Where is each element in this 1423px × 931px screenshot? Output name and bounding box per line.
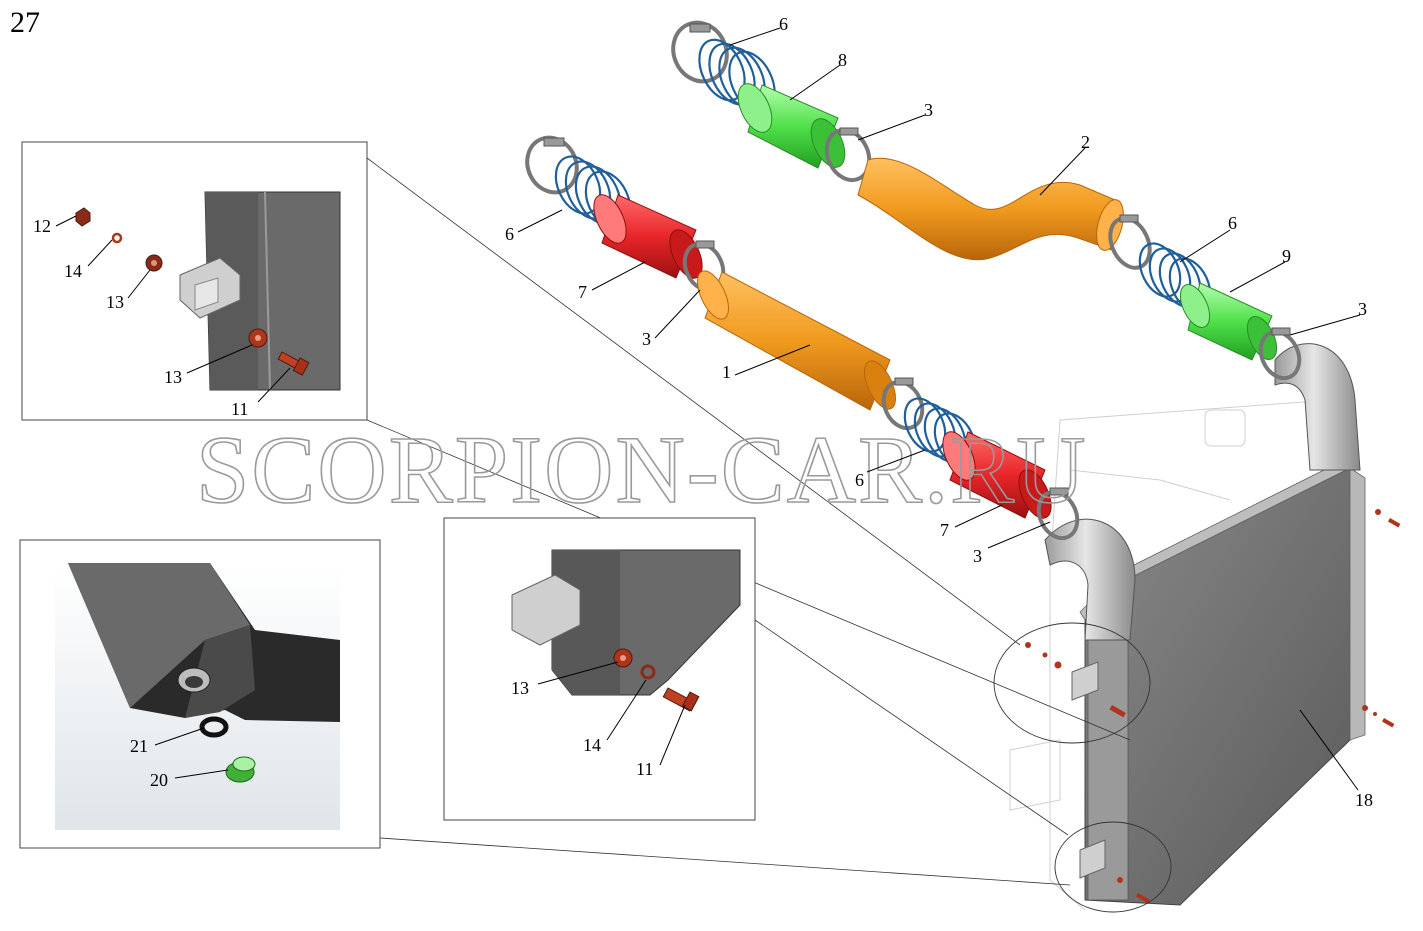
callout-3: 3 (642, 329, 651, 349)
callout-3: 3 (1358, 299, 1367, 319)
watermark-text: SCORPION-CAR.RU (196, 416, 1088, 523)
callout-13: 13 (511, 678, 529, 698)
green-coupling-8 (737, 83, 846, 169)
straight-hose-1 (697, 270, 896, 411)
intercooler-core (1079, 461, 1366, 906)
hose-clamp-3-lower-right (1036, 487, 1080, 541)
callout-14: 14 (583, 735, 601, 755)
callout-9: 9 (1282, 246, 1291, 266)
callout-leader-lines (55, 27, 1361, 791)
callout-14: 14 (64, 261, 82, 281)
callout-21: 21 (130, 736, 148, 756)
callout-6: 6 (505, 224, 514, 244)
green-coupling-9 (1179, 282, 1278, 361)
callout-13: 13 (106, 292, 124, 312)
callout-18: 18 (1355, 790, 1373, 810)
callout-12: 12 (33, 216, 51, 236)
callout-1: 1 (722, 362, 731, 382)
callout-6: 6 (779, 14, 788, 34)
inset-detail-3 (19, 539, 381, 849)
callout-2: 2 (1081, 132, 1090, 152)
radiator-fasteners (1025, 509, 1401, 904)
callout-7: 7 (940, 520, 949, 540)
right-tank-pipe (1274, 343, 1361, 471)
callout-7: 7 (578, 282, 587, 302)
callout-8: 8 (838, 50, 847, 70)
red-coupling-7-lower (942, 431, 1052, 519)
red-coupling-7-upper (593, 194, 703, 279)
inset-detail-2 (443, 517, 756, 821)
callout-3: 3 (973, 546, 982, 566)
callout-11: 11 (231, 399, 248, 419)
callout-labels: 6 8 3 2 6 9 3 6 7 3 1 6 7 3 18 12 14 13 … (33, 14, 1373, 810)
hose-clamp-3-upper-right (1258, 327, 1302, 381)
callout-11: 11 (636, 759, 653, 779)
hose-clamp-3-upper-left (824, 127, 872, 183)
callout-13: 13 (164, 367, 182, 387)
page-number: 27 (10, 6, 40, 39)
inset-detail-1 (21, 141, 368, 421)
callout-6: 6 (855, 470, 864, 490)
callout-6: 6 (1228, 213, 1237, 233)
callout-20: 20 (150, 770, 168, 790)
callout-3: 3 (924, 100, 933, 120)
s-bend-hose-2 (857, 157, 1124, 261)
hose-clamp-6-lower-top (525, 135, 579, 195)
zoom-circle-bottom (1054, 821, 1172, 913)
